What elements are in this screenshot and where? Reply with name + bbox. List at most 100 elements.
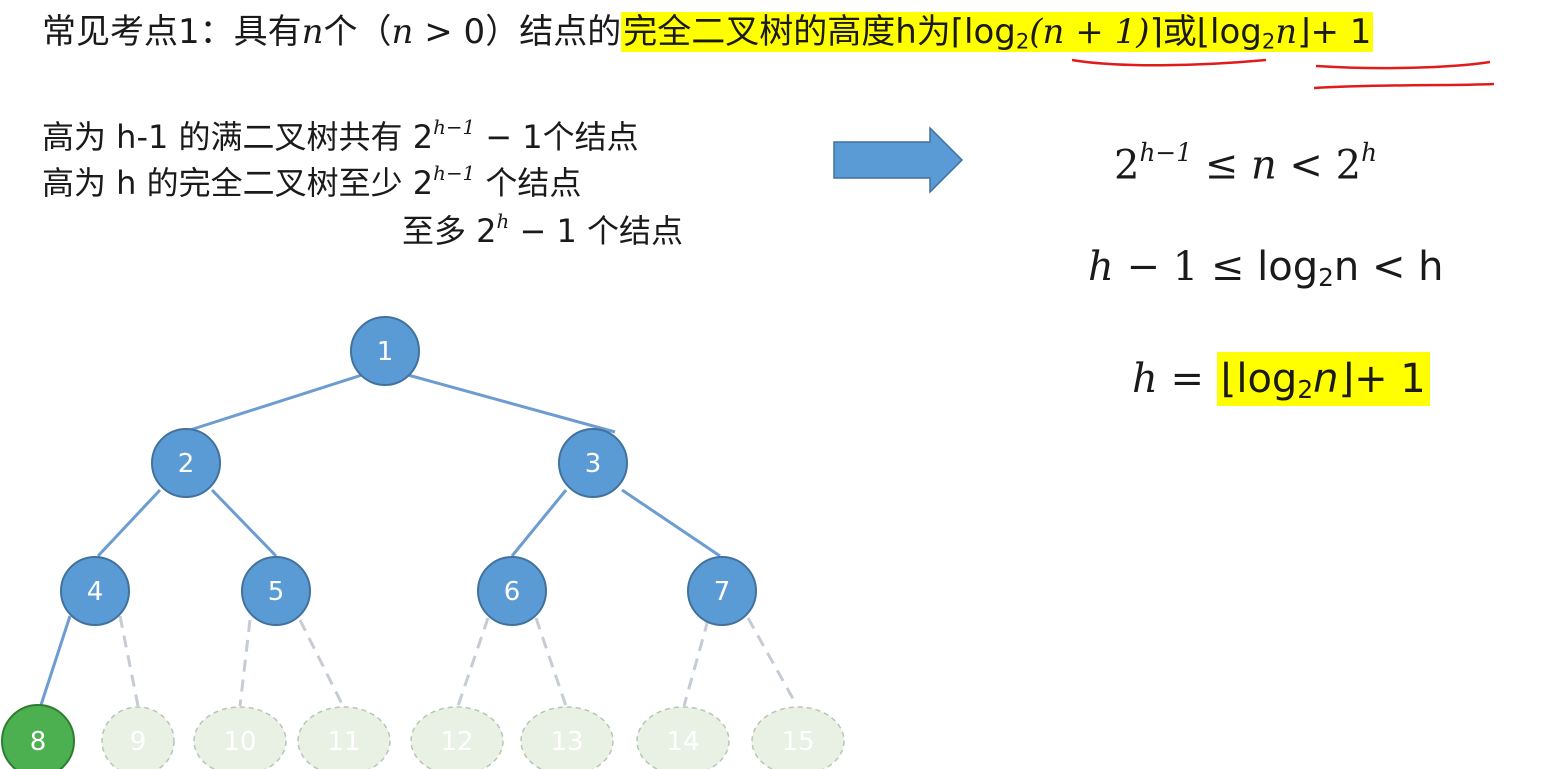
fact1-text: 高为 h-1 的满二叉树共有 2 bbox=[42, 117, 434, 156]
eq1-base: 2 bbox=[1114, 142, 1140, 189]
floor-open: ⌊ bbox=[1196, 12, 1210, 52]
ghost-node-12 bbox=[410, 706, 504, 769]
log-a: log bbox=[964, 12, 1016, 52]
edge-2-4 bbox=[96, 488, 162, 558]
eq3-floor-close: ⌋ bbox=[1338, 356, 1355, 402]
edge-4-8 bbox=[38, 615, 72, 709]
ghost-node-10 bbox=[193, 706, 287, 769]
ghost-edge-4-9 bbox=[118, 615, 140, 707]
ghost-edge-5-10 bbox=[238, 619, 252, 707]
node-2-label: 2 bbox=[178, 449, 195, 479]
title-n: n bbox=[301, 12, 324, 52]
log-a-arg: (n + 1) bbox=[1029, 12, 1150, 52]
fact2-text: 高为 h 的完全二叉树至少 2 bbox=[42, 163, 434, 202]
ghost-node-11-label: 11 bbox=[327, 727, 360, 757]
ghost-node-9-label: 9 bbox=[130, 727, 147, 757]
highlight-text: 完全二叉树的高度h为 bbox=[623, 12, 951, 52]
eq1-leq: ≤ bbox=[1191, 142, 1251, 189]
fact2-tail: 个结点 bbox=[475, 163, 582, 202]
ghost-edges bbox=[118, 615, 798, 707]
eq2-tail: n < h bbox=[1333, 244, 1444, 290]
node-3-label: 3 bbox=[585, 449, 602, 479]
ghost-edge-6-13 bbox=[534, 617, 568, 707]
fact-line-1: 高为 h-1 的满二叉树共有 2h−1 − 1个结点 bbox=[42, 106, 639, 159]
ghost-node-9 bbox=[101, 706, 175, 769]
tree-nodes: 1 2 3 4 5 6 7 8 bbox=[1, 316, 757, 769]
title-middle-b: > 0）结点的 bbox=[413, 12, 622, 52]
eq3-n: n bbox=[1313, 356, 1339, 402]
right-arrow-icon bbox=[833, 126, 964, 194]
eq3-equals: = bbox=[1157, 356, 1217, 402]
ghost-edge-7-15 bbox=[746, 617, 798, 705]
equation-2: h − 1 ≤ log2n < h bbox=[1088, 244, 1444, 292]
ghost-node-12-label: 12 bbox=[440, 727, 473, 757]
title-line: 常见考点1：具有n个（n > 0）结点的完全二叉树的高度h为⌈log2(n + … bbox=[42, 8, 1374, 65]
title-middle-a: 个（ bbox=[323, 12, 392, 52]
fact3-exponent: h bbox=[496, 210, 510, 233]
eq1-n: n bbox=[1250, 142, 1277, 189]
ghost-node-14-label: 14 bbox=[666, 727, 699, 757]
ghost-node-14 bbox=[636, 706, 730, 769]
ghost-node-13 bbox=[520, 706, 614, 769]
node-2 bbox=[151, 428, 221, 498]
ghost-nodes: 9 10 11 12 13 14 15 bbox=[101, 706, 845, 769]
edge-3-7 bbox=[621, 488, 721, 558]
edge-2-5 bbox=[210, 488, 278, 558]
fact-line-2: 高为 h 的完全二叉树至少 2h−1 个结点 bbox=[42, 152, 581, 205]
log-b-base: 2 bbox=[1261, 28, 1276, 54]
node-6-label: 6 bbox=[504, 577, 521, 607]
node-6 bbox=[477, 556, 547, 626]
ghost-edge-5-11 bbox=[298, 619, 344, 705]
eq2-h: h bbox=[1088, 244, 1114, 290]
underline-ceil bbox=[1071, 58, 1267, 67]
eq3-h: h bbox=[1132, 356, 1158, 402]
underline-floor-2 bbox=[1313, 82, 1495, 90]
node-3 bbox=[558, 428, 628, 498]
equation-3: h = ⌊log2n⌋+ 1 bbox=[1132, 352, 1430, 406]
ghost-node-15-label: 15 bbox=[781, 727, 814, 757]
node-4-label: 4 bbox=[87, 577, 104, 607]
edge-1-2 bbox=[189, 373, 363, 432]
node-7 bbox=[687, 556, 757, 626]
ghost-node-15 bbox=[751, 706, 845, 769]
log-a-base: 2 bbox=[1015, 28, 1030, 54]
fact2-exponent: h−1 bbox=[433, 162, 476, 185]
plus-one: + 1 bbox=[1310, 12, 1372, 52]
title-highlight: 完全二叉树的高度h为⌈log2(n + 1)⌉或⌊log2n⌋+ 1 bbox=[621, 12, 1374, 54]
fact3-text: 至多 2 bbox=[402, 211, 497, 250]
fact1-exponent: h−1 bbox=[433, 116, 476, 139]
eq2-minus: − 1 ≤ bbox=[1113, 244, 1258, 290]
ceil-close: ⌉ bbox=[1149, 12, 1163, 52]
eq3-floor-open: ⌊ bbox=[1220, 356, 1237, 402]
eq1-exponent: h−1 bbox=[1139, 138, 1192, 167]
eq3-plus-one: + 1 bbox=[1354, 356, 1426, 402]
ghost-node-13-label: 13 bbox=[550, 727, 583, 757]
eq1-lt: < 2 bbox=[1276, 142, 1362, 189]
ghost-edge-7-14 bbox=[682, 619, 710, 707]
equation-1: 2h−1 ≤ n < 2h bbox=[1114, 138, 1377, 188]
title-prefix: 常见考点1：具有 bbox=[42, 12, 302, 52]
eq2-log: log bbox=[1257, 244, 1319, 290]
node-5 bbox=[241, 556, 311, 626]
log-b-arg: n bbox=[1275, 12, 1298, 52]
node-1-label: 1 bbox=[377, 337, 394, 367]
eq3-highlight: ⌊log2n⌋+ 1 bbox=[1216, 352, 1430, 406]
tree-edges bbox=[38, 373, 721, 709]
underline-floor-1 bbox=[1315, 60, 1491, 70]
ceil-open: ⌈ bbox=[950, 12, 965, 52]
floor-close: ⌋ bbox=[1297, 12, 1311, 52]
or-text: 或 bbox=[1162, 12, 1197, 52]
title-n2: n bbox=[391, 12, 414, 52]
node-1 bbox=[350, 316, 420, 386]
node-7-label: 7 bbox=[714, 577, 731, 607]
fact3-tail: − 1 个结点 bbox=[509, 211, 684, 250]
ghost-edge-6-12 bbox=[456, 617, 490, 707]
ghost-node-10-label: 10 bbox=[223, 727, 256, 757]
node-5-label: 5 bbox=[268, 577, 285, 607]
fact1-tail: − 1个结点 bbox=[475, 117, 639, 156]
ghost-node-11 bbox=[297, 706, 391, 769]
node-8 bbox=[1, 704, 75, 769]
edge-1-3 bbox=[407, 373, 616, 434]
log-b: log bbox=[1210, 12, 1262, 52]
fact-line-3: 至多 2h − 1 个结点 bbox=[402, 200, 683, 253]
